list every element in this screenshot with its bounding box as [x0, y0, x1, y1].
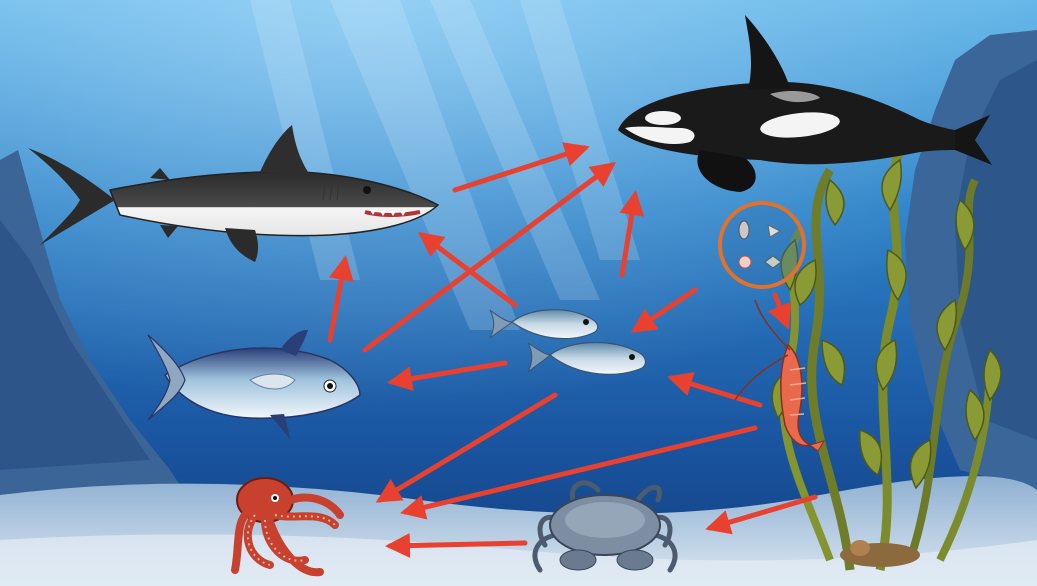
- plankton-icon: [720, 203, 804, 287]
- arrow-crab-to-octopus: [390, 543, 525, 546]
